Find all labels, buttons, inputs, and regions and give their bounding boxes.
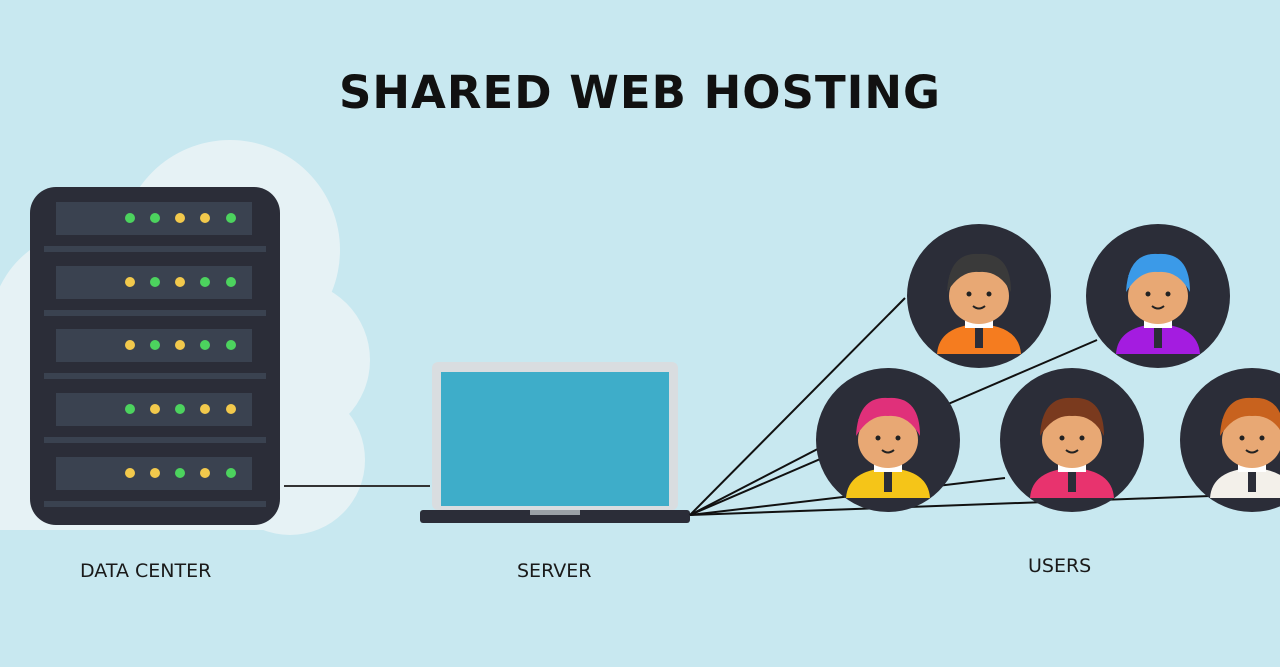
page-title: SHARED WEB HOSTING: [338, 66, 941, 119]
users-group: [816, 224, 1280, 512]
face: [1128, 268, 1188, 324]
user-avatar: [907, 224, 1051, 368]
shirt: [1210, 468, 1280, 498]
rack-divider: [44, 501, 266, 507]
tie: [1068, 472, 1076, 492]
user-avatar: [1180, 368, 1280, 512]
laptop-screen: [441, 372, 669, 506]
status-led-green: [226, 468, 236, 478]
user-avatar: [816, 368, 960, 512]
tie: [975, 328, 983, 348]
status-led-green: [226, 277, 236, 287]
status-led-yellow: [200, 213, 210, 223]
status-led-yellow: [200, 468, 210, 478]
status-led-green: [125, 213, 135, 223]
connection-line: [689, 297, 906, 516]
status-led-yellow: [150, 468, 160, 478]
server-label: SERVER: [517, 560, 592, 582]
face: [858, 412, 918, 468]
status-led-green: [125, 404, 135, 414]
user-avatar: [1000, 368, 1144, 512]
status-led-yellow: [125, 468, 135, 478]
status-led-green: [200, 277, 210, 287]
rack-divider: [44, 246, 266, 252]
status-led-green: [226, 213, 236, 223]
tie: [1248, 472, 1256, 492]
face: [1042, 412, 1102, 468]
status-led-yellow: [125, 277, 135, 287]
laptop: [420, 362, 690, 523]
status-led-yellow: [150, 404, 160, 414]
status-led-green: [150, 340, 160, 350]
tie: [1154, 328, 1162, 348]
status-led-green: [150, 213, 160, 223]
status-led-yellow: [226, 404, 236, 414]
server-rack: [30, 187, 280, 525]
status-led-yellow: [125, 340, 135, 350]
rack-divider: [44, 437, 266, 443]
status-led-yellow: [175, 213, 185, 223]
status-led-yellow: [175, 340, 185, 350]
tie: [884, 472, 892, 492]
status-led-green: [150, 277, 160, 287]
status-led-green: [175, 404, 185, 414]
laptop-base: [420, 510, 690, 523]
data-center-label: DATA CENTER: [80, 560, 212, 582]
connection-line: [689, 439, 836, 516]
users-label: USERS: [1028, 555, 1092, 577]
status-led-green: [226, 340, 236, 350]
rack-divider: [44, 373, 266, 379]
status-led-yellow: [175, 277, 185, 287]
status-led-green: [175, 468, 185, 478]
status-led-yellow: [200, 404, 210, 414]
status-led-green: [200, 340, 210, 350]
face: [1222, 412, 1280, 468]
connection-line: [689, 495, 1211, 516]
face: [949, 268, 1009, 324]
user-avatar: [1086, 224, 1230, 368]
rack-divider: [44, 310, 266, 316]
